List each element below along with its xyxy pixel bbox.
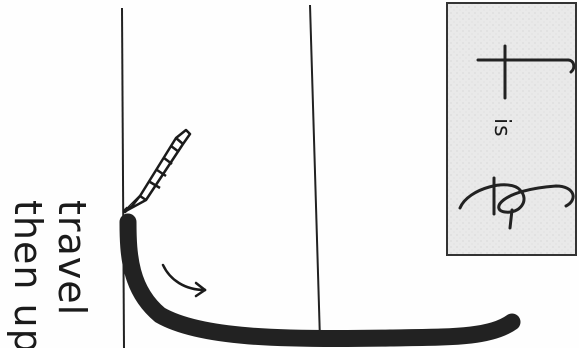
connector-word: is: [489, 118, 513, 138]
instruction-line-2: then up: [8, 200, 48, 348]
instruction-line-1: travel: [52, 200, 92, 316]
curved-arrow-icon: [163, 265, 205, 296]
guide-line-middle: [310, 5, 320, 340]
pencil-icon: [124, 130, 190, 212]
guide-line-left: [122, 8, 124, 348]
